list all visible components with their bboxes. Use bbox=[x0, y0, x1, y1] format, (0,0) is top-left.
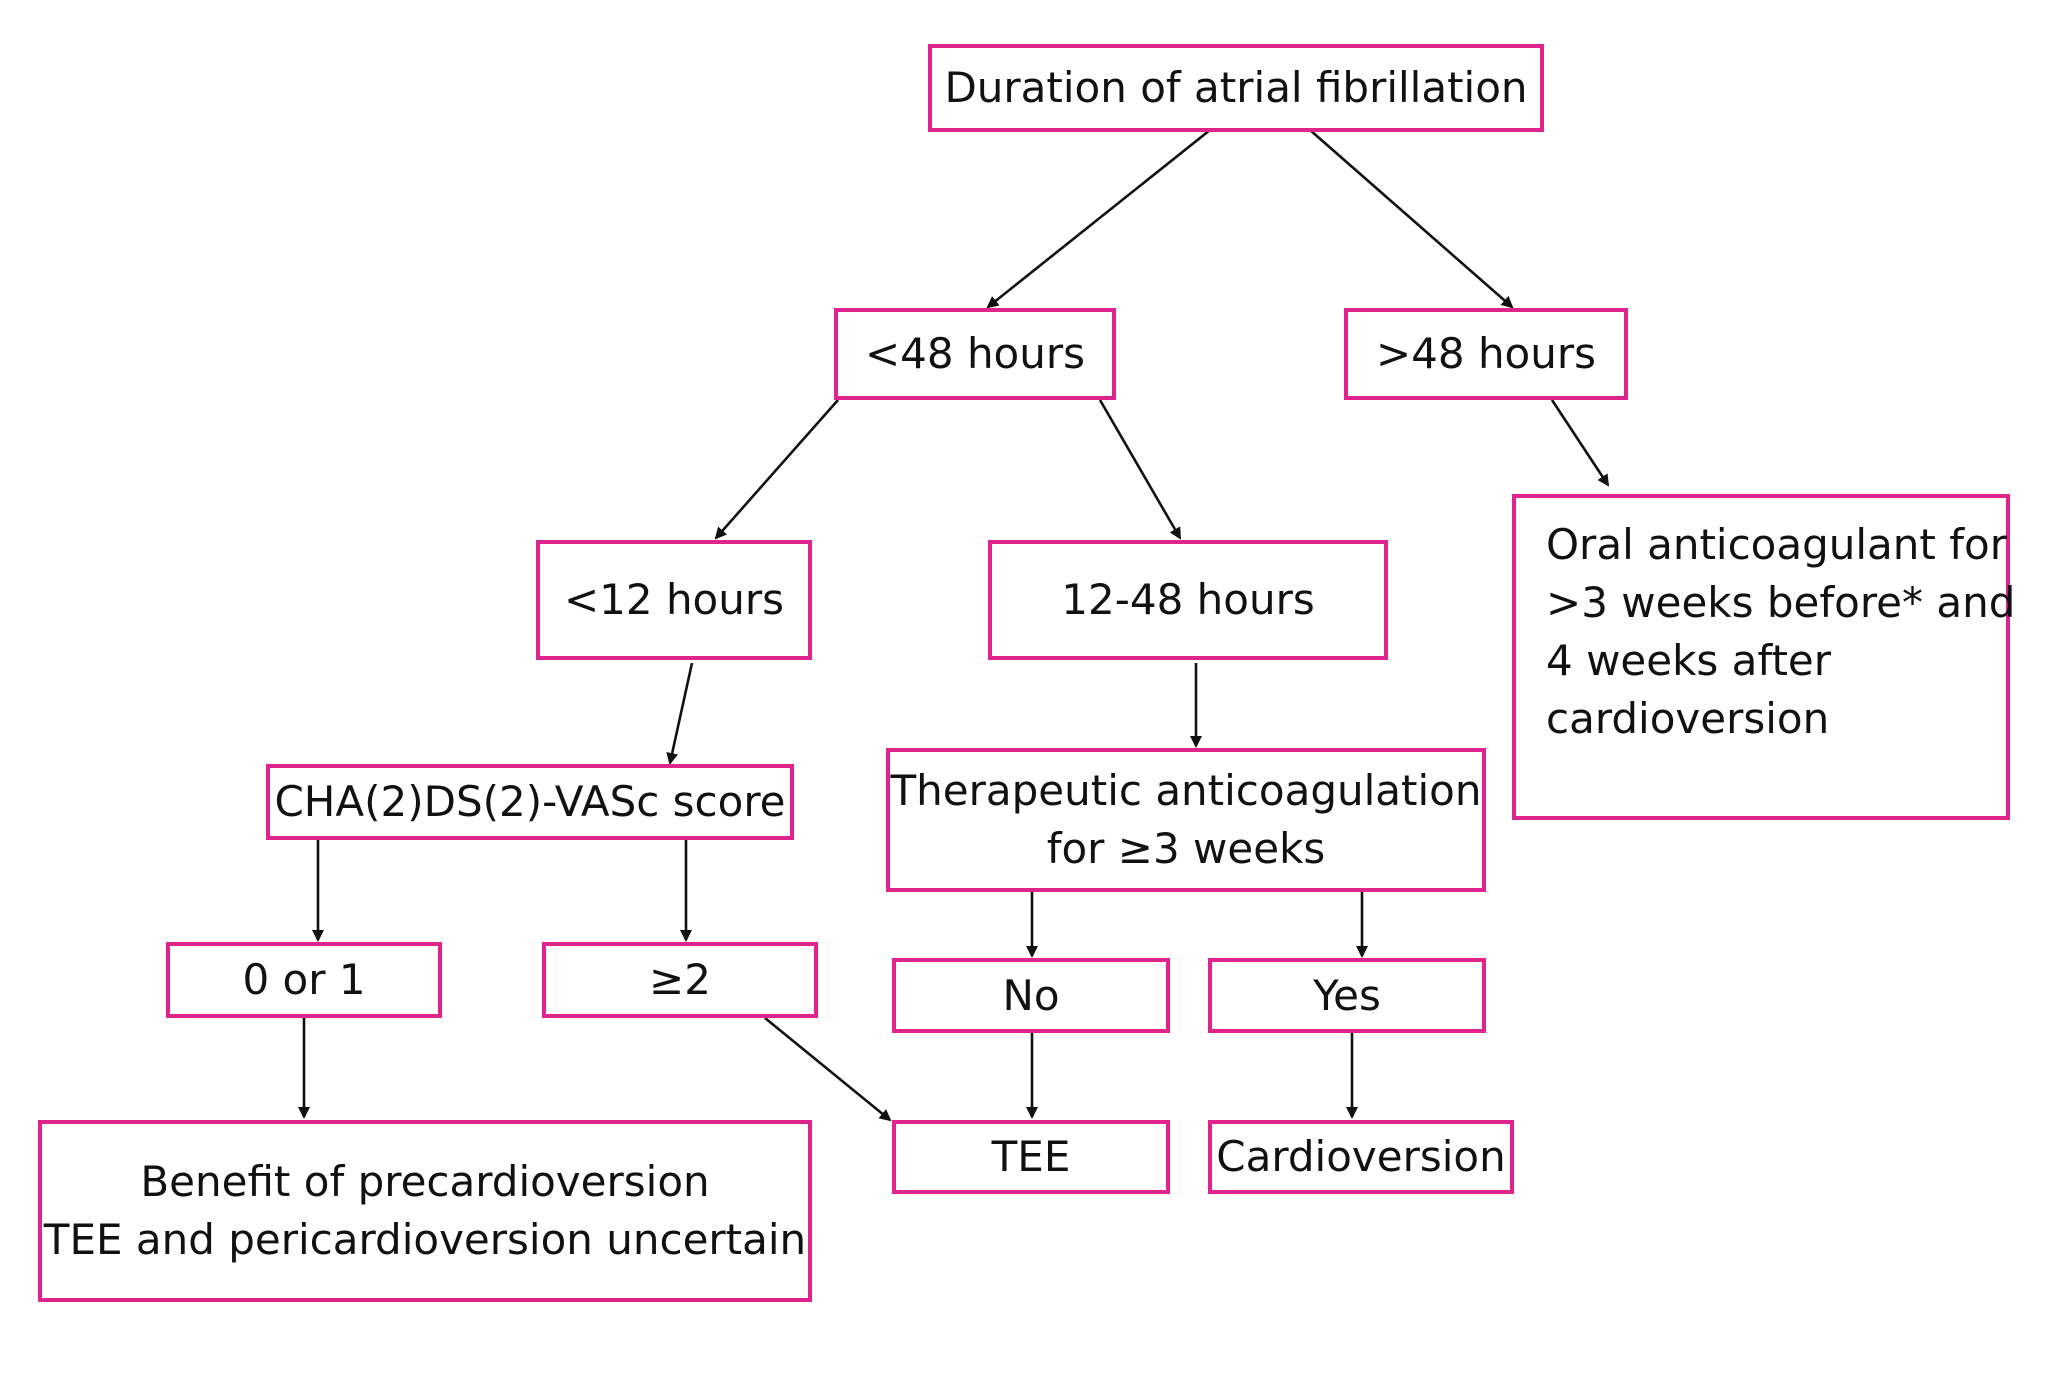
node-12-48-hours-label: 12-48 hours bbox=[1061, 575, 1315, 624]
node-gt48-hours-label: >48 hours bbox=[1375, 329, 1597, 378]
node-zero-or-one-label: 0 or 1 bbox=[242, 955, 366, 1004]
node-12-48-hours: 12-48 hours bbox=[988, 540, 1388, 660]
arrow-lt48-to-lt12 bbox=[714, 399, 839, 540]
arrow-lt48-to-12-48 bbox=[1098, 399, 1182, 540]
node-duration: Duration of atrial fibrillation bbox=[928, 44, 1544, 132]
node-oral-anticoagulant-text: Oral anticoagulant for >3 weeks before* … bbox=[1546, 516, 2015, 748]
node-gt48-hours: >48 hours bbox=[1344, 308, 1628, 400]
oral-line-2: >3 weeks before* and bbox=[1546, 578, 2016, 627]
node-lt48-hours: <48 hours bbox=[834, 308, 1116, 400]
benefit-line-2: TEE and pericardioversion uncertain bbox=[43, 1215, 807, 1264]
therapeutic-line-2: for ≥3 weeks bbox=[1046, 824, 1326, 873]
node-yes-label: Yes bbox=[1313, 970, 1381, 1020]
node-lt12-hours-label: <12 hours bbox=[563, 575, 785, 624]
node-tee-label: TEE bbox=[991, 1132, 1071, 1181]
node-oral-anticoagulant: Oral anticoagulant for >3 weeks before* … bbox=[1512, 494, 2015, 820]
oral-line-1: Oral anticoagulant for bbox=[1546, 520, 2007, 569]
node-cardioversion: Cardioversion bbox=[1208, 1120, 1514, 1194]
oral-line-3: 4 weeks after bbox=[1546, 636, 1832, 685]
oral-line-4: cardioversion bbox=[1546, 694, 1830, 743]
node-no-label: No bbox=[1002, 970, 1060, 1020]
node-duration-label: Duration of atrial fibrillation bbox=[944, 63, 1528, 112]
arrow-duration-to-lt48 bbox=[986, 128, 1211, 309]
node-benefit-uncertain: Benefit of precardioversion TEE and peri… bbox=[38, 1120, 812, 1302]
node-ge2-label: ≥2 bbox=[649, 955, 711, 1004]
node-cardioversion-label: Cardioversion bbox=[1216, 1132, 1506, 1181]
benefit-line-1: Benefit of precardioversion bbox=[140, 1157, 710, 1206]
node-ge2: ≥2 bbox=[542, 942, 818, 1018]
arrow-ge2-to-tee bbox=[764, 1016, 892, 1122]
node-no: No bbox=[892, 958, 1170, 1033]
node-zero-or-one: 0 or 1 bbox=[166, 942, 442, 1018]
node-therapeutic-anticoagulation: Therapeutic anticoagulation for ≥3 weeks bbox=[886, 748, 1486, 892]
node-tee: TEE bbox=[892, 1120, 1170, 1194]
node-cha-score: CHA(2)DS(2)-VASc score bbox=[266, 764, 794, 840]
node-cha-score-label: CHA(2)DS(2)-VASc score bbox=[274, 777, 786, 826]
arrow-gt48-to-oral bbox=[1550, 399, 1610, 487]
node-yes: Yes bbox=[1208, 958, 1486, 1033]
node-lt48-hours-label: <48 hours bbox=[864, 329, 1086, 378]
arrow-lt12-to-cha bbox=[666, 662, 694, 765]
node-lt12-hours: <12 hours bbox=[536, 540, 812, 660]
arrow-duration-to-gt48 bbox=[1309, 129, 1514, 309]
therapeutic-line-1: Therapeutic anticoagulation bbox=[890, 766, 1482, 815]
